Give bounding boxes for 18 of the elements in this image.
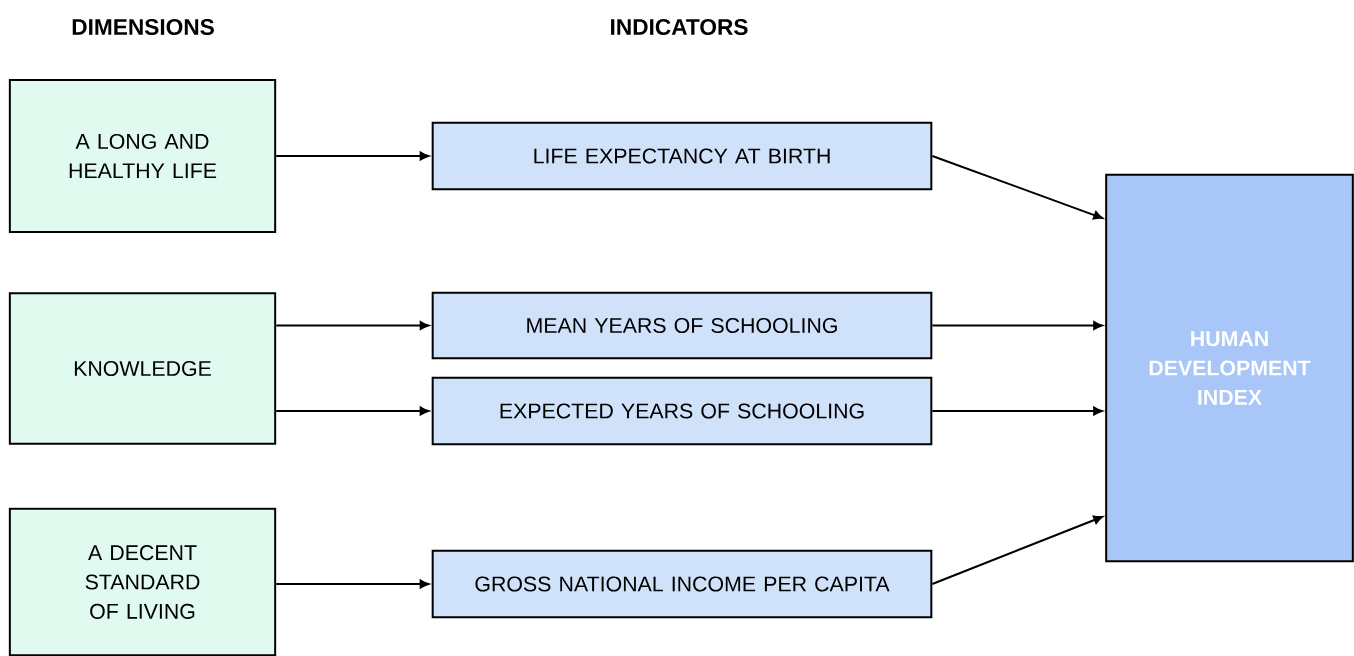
index-box: HUMAN DEVELOPMENT INDEX [1105, 173, 1354, 563]
column-heading: INDICATORS [611, 18, 748, 36]
indicator-box: MEAN YEARS OF SCHOOLING [431, 291, 933, 360]
arrow [275, 321, 430, 330]
arrow [275, 151, 430, 161]
arrow [275, 406, 430, 416]
dimension-box: A DECENT STANDARD OF LIVING [8, 507, 277, 656]
dimension-box: KNOWLEDGE [8, 292, 277, 445]
indicator-box: GROSS NATIONAL INCOME PER CAPITA [431, 549, 933, 619]
arrow [931, 515, 1103, 585]
indicator-box: LIFE EXPECTANCY AT BIRTH [431, 121, 933, 191]
column-heading: DIMENSIONS [72, 18, 214, 36]
arrow [931, 406, 1103, 416]
dimension-box: A LONG AND HEALTHY LIFE [8, 79, 277, 233]
indicator-box: EXPECTED YEARS OF SCHOOLING [431, 376, 933, 446]
arrow [931, 321, 1103, 330]
arrow [931, 155, 1103, 220]
arrow [275, 579, 430, 589]
